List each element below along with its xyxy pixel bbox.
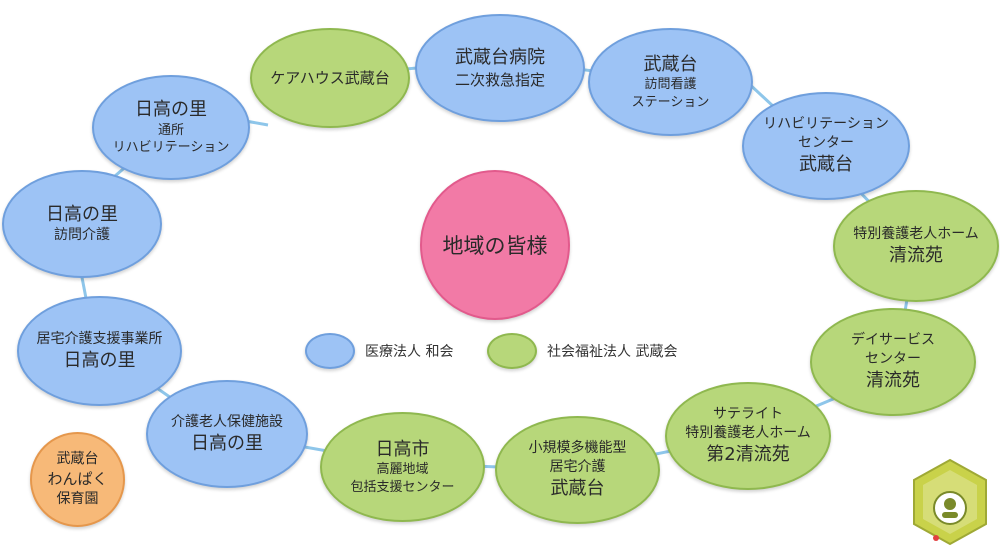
node-line: 高麗地域 [376,462,429,478]
node-line: 保育園 [56,490,99,507]
node-line: 清流苑 [866,370,920,392]
node-line: 武蔵台病院 [455,47,545,69]
node-line: 訪問看護 [644,77,697,93]
node-line: わんぱく [47,470,108,489]
node-shoukibo: 小規模多機能型 居宅介護 武蔵台 [495,416,660,524]
node-line: センター [798,135,854,152]
node-line: 特別養護老人ホーム [853,225,979,242]
node-line: 特別養護老人ホーム [685,425,811,442]
node-line: 清流苑 [889,244,943,266]
node-line: 日高市 [375,438,430,460]
center-label: 地域の皆様 [442,234,548,258]
node-line: リハビリテーション [763,116,889,133]
node-line: 武蔵台 [56,451,99,468]
node-line: 日高の里 [46,203,118,225]
node-line: デイサービス [851,332,935,349]
node-line: ステーション [631,94,710,110]
node-roujin-hoken: 介護老人保健施設 日高の里 [146,380,308,488]
node-hoikuen: 武蔵台 わんぱく 保育園 [30,432,125,527]
node-line: 包括支援センター [350,479,455,495]
node-tsusho-rehab: 日高の里 通所 リハビリテーション [92,75,250,180]
node-line: 小規模多機能型 [528,440,627,457]
legend-label-medical: 医療法人 和会 [365,344,454,360]
node-care-house: ケアハウス武蔵台 [250,28,410,128]
node-day-service: デイサービス センター 清流苑 [810,308,976,416]
node-line: 第2清流苑 [706,444,790,466]
node-kyotaku: 居宅介護支援事業所 日高の里 [17,296,182,406]
node-rehab-center: リハビリテーション センター 武蔵台 [742,92,910,200]
node-line: 通所 [157,122,184,138]
node-line: 日高の里 [63,349,136,371]
node-line: 介護老人保健施設 [171,413,283,430]
node-line: 居宅介護支援事業所 [36,330,163,347]
legend-label-welfare: 社会福祉法人 武蔵会 [547,344,678,360]
node-line: 日高の里 [191,432,263,454]
kosodate-ouen-badge-icon [913,458,987,546]
legend-swatch-welfare [487,333,537,369]
node-houkatsu: 日高市 高麗地域 包括支援センター [320,412,485,522]
legend-swatch-medical [305,333,355,369]
node-line: 訪問介護 [54,227,110,244]
node-satellite: サテライト 特別養護老人ホーム 第2清流苑 [665,382,831,490]
node-line: 居宅介護 [549,459,606,476]
node-line: 武蔵台 [643,53,698,75]
node-line: ケアハウス武蔵台 [270,68,390,87]
legend-welfare: 社会福祉法人 武蔵会 [487,333,677,369]
node-line: センター [865,351,921,368]
node-hospital: 武蔵台病院 二次救急指定 [415,14,585,122]
center-node: 地域の皆様 [420,170,570,320]
node-houmon-kango: 武蔵台 訪問看護 ステーション [588,28,753,136]
node-houmon-kaigo: 日高の里 訪問介護 [2,170,162,278]
node-line: 日高の里 [135,99,207,121]
node-line: 武蔵台 [550,478,605,500]
node-line: リハビリテーション [112,140,230,156]
node-tokuyou: 特別養護老人ホーム 清流苑 [833,190,999,302]
node-line: 武蔵台 [799,154,853,176]
node-line: サテライト [713,406,783,423]
node-line: 二次救急指定 [454,70,545,89]
legend-medical: 医療法人 和会 [305,333,453,369]
